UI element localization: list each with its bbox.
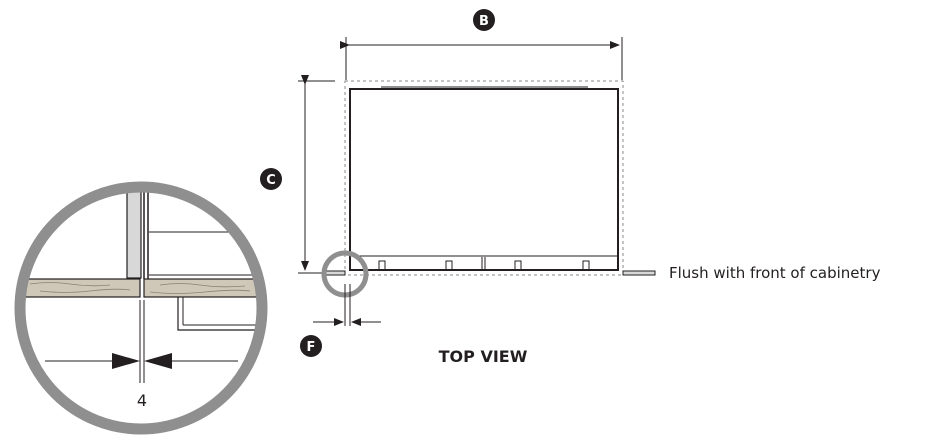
front-foot-1 bbox=[378, 260, 386, 271]
cabinet-edge-left bbox=[325, 270, 346, 276]
dimension-b bbox=[340, 37, 623, 80]
detail-countertop-left bbox=[24, 278, 141, 298]
detail-plinth bbox=[177, 297, 258, 331]
detail-magnifier-ring bbox=[14, 181, 268, 435]
detail-side-panel bbox=[126, 191, 142, 279]
detail-arrow-right bbox=[144, 353, 172, 369]
callout-f: F bbox=[300, 335, 322, 357]
detail-countertop-right bbox=[143, 278, 258, 298]
cabinet-edge-right bbox=[622, 270, 656, 276]
callout-f-badge bbox=[300, 335, 322, 357]
callout-c-badge bbox=[260, 168, 282, 190]
detail-magnifier: 4 bbox=[24, 191, 258, 425]
callout-b: B bbox=[473, 9, 495, 31]
dimension-f bbox=[313, 284, 381, 326]
callout-b-label: B bbox=[479, 14, 489, 29]
detail-arrow-left bbox=[112, 353, 140, 369]
appliance-body bbox=[349, 86, 619, 271]
front-foot-3 bbox=[514, 260, 522, 271]
callout-c-label: C bbox=[266, 173, 276, 188]
detail-wood-grain bbox=[29, 282, 251, 294]
front-foot-4 bbox=[582, 260, 590, 271]
cabinetry-front bbox=[325, 270, 656, 276]
view-title: TOP VIEW bbox=[439, 347, 528, 366]
callout-b-badge bbox=[473, 9, 495, 31]
callout-f-label: F bbox=[307, 340, 316, 355]
dimension-c bbox=[298, 75, 335, 274]
flush-note: Flush with front of cabinetry bbox=[669, 264, 881, 282]
appliance-outline bbox=[349, 88, 619, 271]
cutout-outline-dashed bbox=[344, 80, 624, 276]
callout-c: C bbox=[260, 168, 282, 190]
front-foot-2 bbox=[445, 260, 453, 271]
detail-dimension-value: 4 bbox=[137, 391, 147, 410]
